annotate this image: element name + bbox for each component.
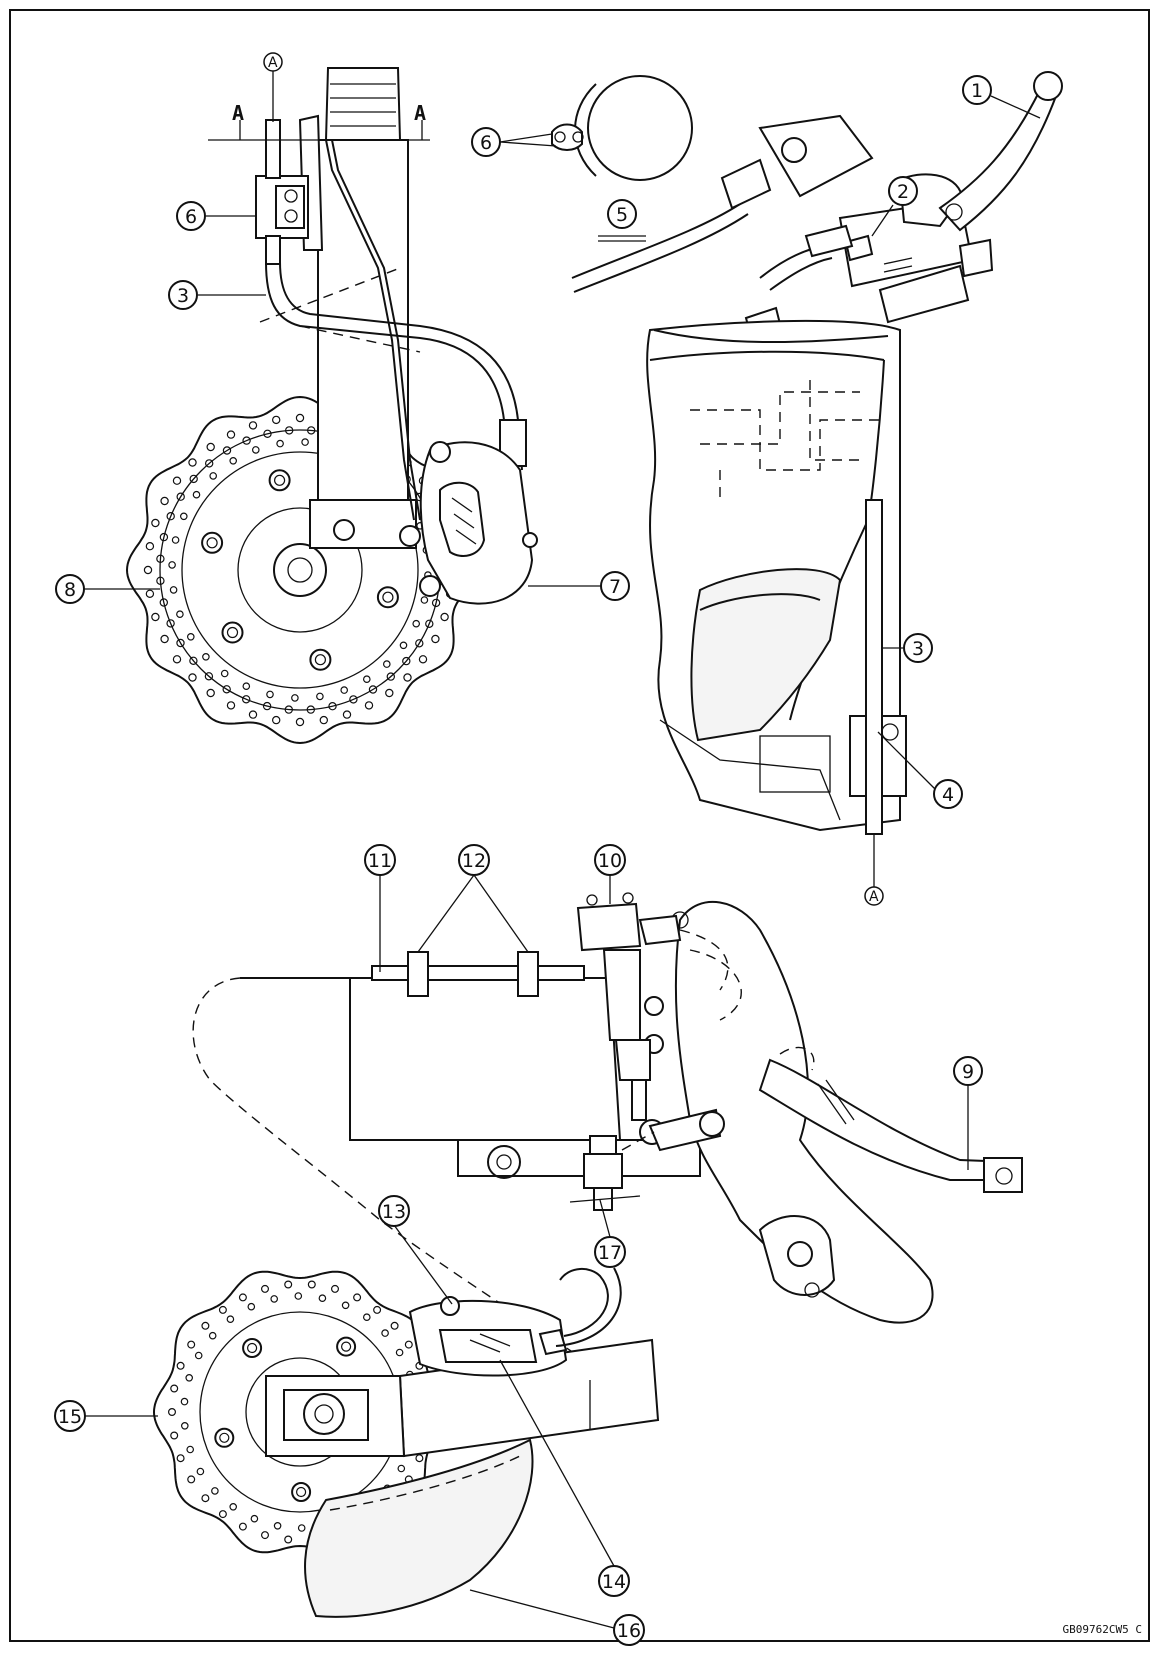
- front-brake-caliper: [419, 441, 538, 605]
- callout-14-label: 14: [602, 1571, 626, 1593]
- section-line-a-a: A A: [208, 101, 430, 141]
- callout-13: 13: [378, 1195, 410, 1227]
- callout-10-label: 10: [598, 850, 622, 872]
- callout-3-fork-label: 3: [177, 285, 189, 307]
- brake-pedal: [648, 1046, 1023, 1193]
- callout-2: 2: [888, 176, 918, 206]
- callout-15-label: 15: [58, 1406, 82, 1428]
- callout-8-label: 8: [64, 579, 76, 601]
- callout-17: 17: [594, 1236, 626, 1268]
- callout-11: 11: [364, 844, 396, 876]
- callout-16: 16: [613, 1614, 645, 1646]
- callout-6-fork-label: 6: [185, 206, 197, 228]
- callout-1-label: 1: [971, 80, 983, 102]
- callout-1: 1: [962, 75, 992, 105]
- callout-9: 9: [953, 1056, 983, 1086]
- callout-14: 14: [598, 1565, 630, 1597]
- callout-10: 10: [594, 844, 626, 876]
- section-view-hose-clamp: [551, 75, 693, 242]
- callout-15: 15: [54, 1400, 86, 1432]
- callout-3-frame-label: 3: [912, 638, 924, 660]
- connection-marker-bottom: A: [864, 834, 884, 906]
- rear-master-cylinder: [576, 892, 729, 1145]
- callout-leaders: [84, 95, 1041, 1629]
- marker-bottom-label: A: [869, 889, 879, 905]
- section-label-left: A: [232, 101, 244, 125]
- front-brake-disc: [125, 395, 475, 745]
- callout-9-label: 9: [962, 1061, 974, 1083]
- callout-6-section-label: 6: [480, 132, 492, 154]
- callout-13-label: 13: [382, 1201, 406, 1223]
- callout-6-fork: 6: [176, 201, 206, 231]
- callout-12-label: 12: [462, 850, 486, 872]
- callout-16-label: 16: [617, 1620, 641, 1642]
- callout-6-section: 6: [471, 127, 501, 157]
- rear-brake-light-switch: [569, 1131, 655, 1211]
- callout-12: 12: [458, 844, 490, 876]
- section-label-right: A: [414, 101, 426, 125]
- callout-8: 8: [55, 574, 85, 604]
- callout-17-label: 17: [598, 1242, 622, 1264]
- frame-border: [9, 9, 1150, 1642]
- callout-5: 5: [607, 199, 637, 229]
- callout-7-label: 7: [609, 576, 621, 598]
- rear-disc-guard: [304, 1438, 534, 1618]
- callout-4-label: 4: [942, 784, 954, 806]
- callout-2-label: 2: [897, 181, 909, 203]
- rear-brake-hose: [555, 1267, 622, 1347]
- callout-7: 7: [600, 571, 630, 601]
- frame-brake-pipe: [865, 499, 883, 835]
- callout-3-frame: 3: [903, 633, 933, 663]
- brake-lever: [938, 71, 1063, 232]
- rear-swingarm: [265, 1338, 660, 1458]
- fairing-and-frame: [646, 319, 907, 832]
- rear-brake-pipe: [371, 951, 585, 997]
- connection-marker-top: A: [263, 52, 283, 122]
- front-hose-clamp: [255, 119, 309, 265]
- rear-brake-caliper: [408, 1296, 568, 1377]
- callout-11-label: 11: [368, 850, 392, 872]
- reference-code: GB09762CW5 C: [1063, 1623, 1142, 1636]
- callout-3-fork: 3: [168, 280, 198, 310]
- callout-5-label: 5: [616, 204, 628, 226]
- callout-4: 4: [933, 779, 963, 809]
- marker-top-label: A: [268, 55, 278, 71]
